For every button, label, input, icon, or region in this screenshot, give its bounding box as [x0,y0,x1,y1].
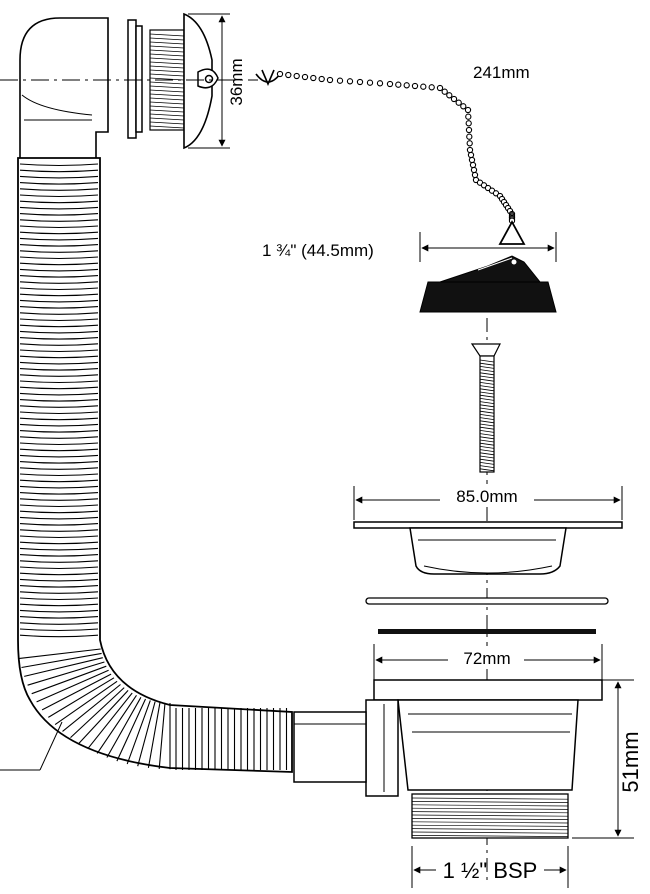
plug-hanger-icon [498,220,526,245]
hose-leader-diag [39,721,63,771]
body-label-bg [448,646,524,668]
body-height-label: 51mm [618,731,643,792]
thin-washer [365,597,609,605]
flange-diameter-label: 85.0mm [456,487,517,506]
waste-body [365,679,603,797]
chain-eye-icon [197,68,219,89]
overflow-elbow [19,17,109,161]
flexible-hose [17,157,293,773]
overflow-height-dimension [188,13,230,149]
plug-dimension [419,232,557,262]
body-height-dimension [572,679,634,839]
chain-hook-icon [255,69,281,87]
thread-dimension [411,846,569,888]
chain-length-label: 241mm [473,63,530,82]
overflow-height-label: 36mm [227,58,246,105]
flange-label-bg [440,484,534,506]
bsp-thread [411,793,569,839]
overflow-inlet-spigot [293,711,367,783]
thread-size-label: 1 ½" BSP [443,858,538,883]
black-washer [378,629,596,634]
sink-flange [353,521,623,575]
center-screw [470,343,501,473]
overflow-washer [127,19,143,139]
plug-diameter-label: 1 ¾" (44.5mm) [262,241,374,260]
body-diameter-label: 72mm [463,649,510,668]
rubber-plug [419,255,557,313]
bead-chain [276,70,516,224]
